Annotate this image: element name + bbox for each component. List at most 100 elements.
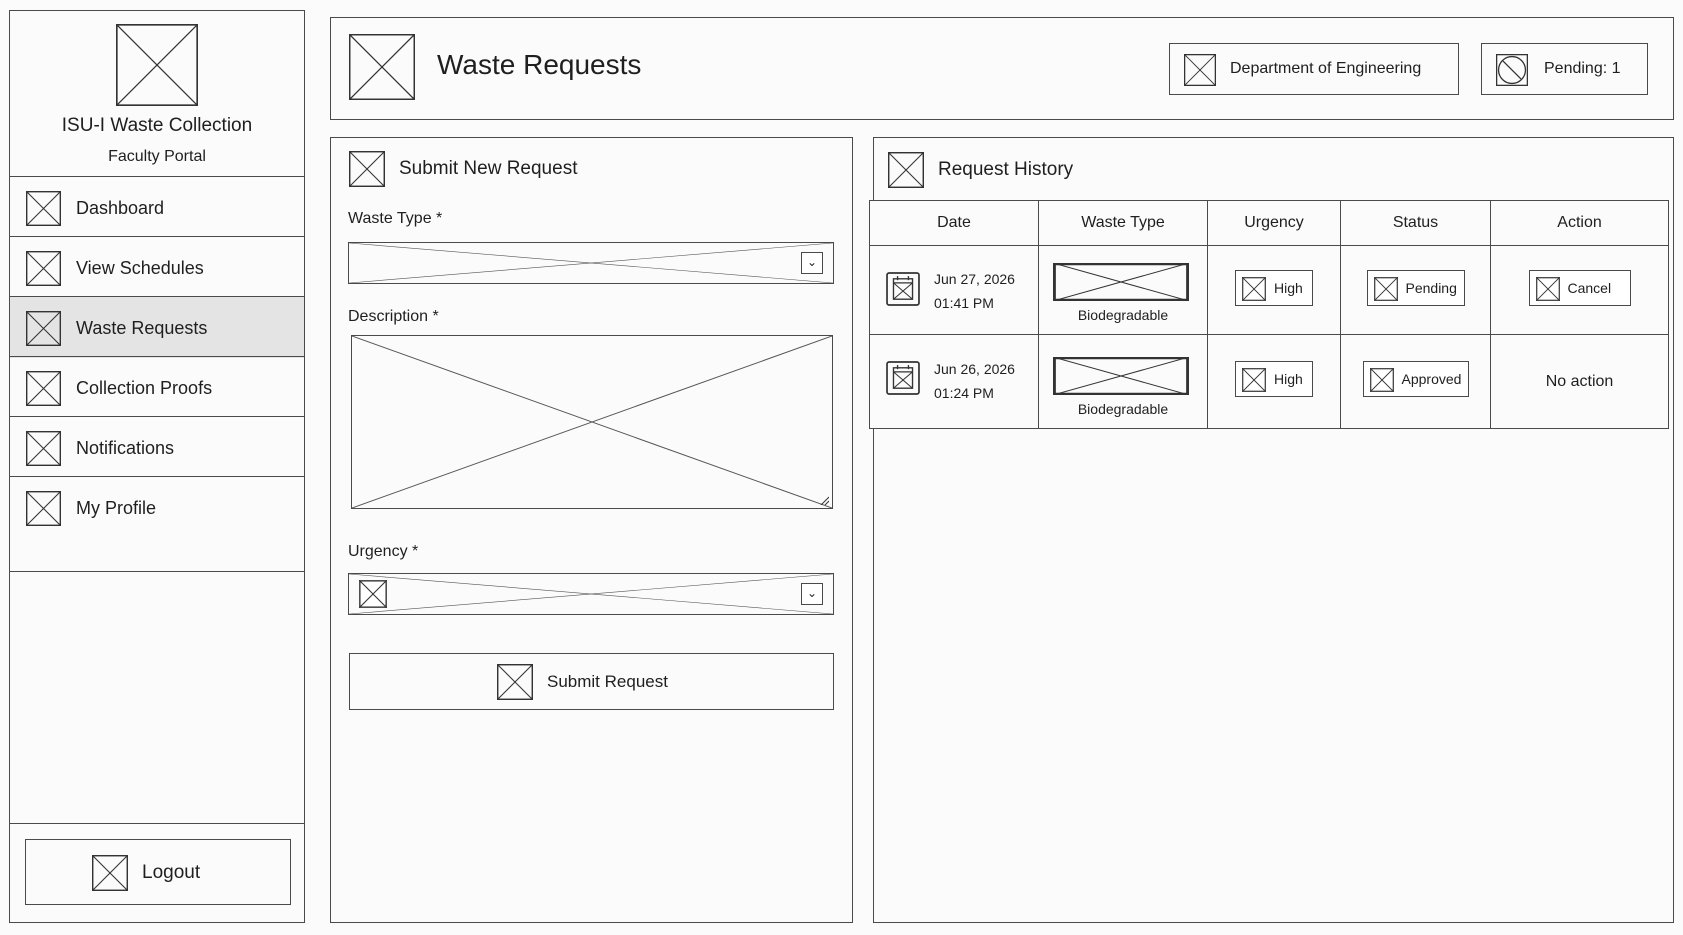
sidebar-item-label: My Profile bbox=[76, 498, 157, 518]
sidebar-item-collection-proofs[interactable]: Collection Proofs bbox=[10, 356, 304, 418]
no-action-text: No action bbox=[1545, 372, 1614, 390]
logout-button[interactable]: Logout bbox=[25, 839, 291, 905]
request-history-table: Date Waste Type Urgency Status Action Ju… bbox=[869, 200, 1669, 429]
form-title: Submit New Request bbox=[399, 158, 578, 179]
request-date-block: Jun 27, 2026 01:41 PM bbox=[934, 267, 1015, 315]
status-cell: Pending bbox=[1340, 245, 1491, 335]
urgency-text: High bbox=[1274, 371, 1303, 387]
sidebar-item-waste-requests[interactable]: Waste Requests bbox=[10, 296, 304, 358]
photo-icon bbox=[26, 371, 61, 406]
sidebar-item-label: Collection Proofs bbox=[76, 378, 213, 398]
sidebar-item-view-schedules[interactable]: View Schedules bbox=[10, 236, 304, 298]
status-text: Pending bbox=[1405, 279, 1457, 296]
calendar-icon bbox=[886, 361, 920, 395]
urgency-badge: High bbox=[1235, 361, 1313, 397]
calendar-icon bbox=[886, 272, 920, 306]
form-icon bbox=[349, 151, 385, 187]
send-icon bbox=[497, 664, 533, 700]
logout-icon bbox=[92, 855, 128, 891]
column-header-action: Action bbox=[1490, 200, 1669, 246]
textarea-placeholder bbox=[352, 336, 832, 508]
logout-divider bbox=[10, 823, 304, 824]
sidebar: ISU-I Waste Collection Faculty Portal Da… bbox=[9, 10, 305, 923]
submit-label: Submit Request bbox=[547, 672, 668, 691]
sidebar-item-label: Waste Requests bbox=[76, 318, 208, 338]
urgency-label: Urgency * bbox=[348, 543, 419, 560]
bell-icon bbox=[26, 431, 61, 466]
cancel-label: Cancel bbox=[1567, 279, 1612, 296]
sidebar-item-label: Dashboard bbox=[76, 198, 165, 218]
history-icon bbox=[888, 152, 924, 188]
waste-type-label: Waste Type * bbox=[348, 210, 443, 227]
request-date: Jun 26, 2026 bbox=[934, 361, 1015, 377]
table-row: Jun 27, 2026 01:41 PM Biodegradable High bbox=[869, 245, 1669, 335]
waste-type-cell: Biodegradable bbox=[1038, 334, 1208, 429]
sidebar-item-my-profile[interactable]: My Profile bbox=[10, 476, 304, 538]
page-header: Waste Requests Department of Engineering… bbox=[330, 17, 1674, 120]
chevron-down-icon[interactable]: ⌄ bbox=[801, 583, 823, 605]
urgency-icon bbox=[1242, 276, 1266, 301]
submit-request-panel: Submit New Request Waste Type * ⌄ Descri… bbox=[330, 137, 853, 923]
table-row: Jun 26, 2026 01:24 PM Biodegradable High bbox=[869, 334, 1669, 429]
urgency-cell: High bbox=[1207, 334, 1341, 429]
approved-icon bbox=[1369, 368, 1394, 392]
cancel-button[interactable]: Cancel bbox=[1528, 269, 1631, 306]
sidebar-item-notifications[interactable]: Notifications bbox=[10, 416, 304, 478]
request-date: Jun 27, 2026 bbox=[934, 271, 1015, 287]
resize-handle-icon[interactable] bbox=[819, 495, 829, 505]
department-label: Department of Engineering bbox=[1230, 60, 1422, 77]
urgency-text: High bbox=[1274, 279, 1303, 296]
status-badge: Approved bbox=[1362, 361, 1469, 397]
nav-divider bbox=[10, 571, 304, 572]
user-icon bbox=[26, 491, 61, 526]
pending-icon bbox=[1373, 276, 1398, 301]
department-badge: Department of Engineering bbox=[1169, 43, 1459, 95]
date-cell: Jun 26, 2026 01:24 PM bbox=[869, 334, 1039, 429]
page-title: Waste Requests bbox=[437, 49, 642, 80]
app-title: ISU-I Waste Collection bbox=[61, 115, 253, 136]
urgency-cell: High bbox=[1207, 245, 1341, 335]
date-cell: Jun 27, 2026 01:41 PM bbox=[869, 245, 1039, 335]
calendar-icon bbox=[26, 251, 61, 286]
logout-label: Logout bbox=[142, 862, 201, 883]
chevron-down-icon[interactable]: ⌄ bbox=[801, 252, 823, 274]
select-placeholder bbox=[349, 574, 833, 614]
waste-type-cell: Biodegradable bbox=[1038, 245, 1208, 335]
waste-type-label: Biodegradable bbox=[1077, 401, 1169, 417]
request-history-panel: Request History Date Waste Type Urgency … bbox=[869, 137, 1674, 923]
urgency-icon bbox=[358, 579, 388, 609]
table-header-row: Date Waste Type Urgency Status Action bbox=[869, 200, 1669, 246]
column-header-waste-type: Waste Type bbox=[1038, 200, 1208, 246]
description-label: Description * bbox=[348, 308, 439, 325]
request-time: 01:41 PM bbox=[934, 295, 994, 311]
urgency-select[interactable]: ⌄ bbox=[348, 573, 834, 615]
waste-type-image bbox=[1053, 263, 1189, 301]
history-title: Request History bbox=[938, 159, 1074, 180]
select-placeholder bbox=[349, 243, 833, 283]
request-icon bbox=[26, 311, 61, 346]
request-date-block: Jun 26, 2026 01:24 PM bbox=[934, 357, 1015, 405]
waste-type-image bbox=[1053, 357, 1189, 395]
page-icon bbox=[349, 34, 415, 100]
status-text: Approved bbox=[1401, 371, 1462, 387]
pending-count: Pending: 1 bbox=[1544, 60, 1621, 77]
description-textarea[interactable] bbox=[351, 335, 833, 509]
request-time: 01:24 PM bbox=[934, 385, 994, 401]
building-icon bbox=[1184, 54, 1216, 86]
action-cell: Cancel bbox=[1490, 245, 1669, 335]
action-cell: No action bbox=[1490, 334, 1669, 429]
column-header-date: Date bbox=[869, 200, 1039, 246]
dashboard-icon bbox=[26, 191, 61, 226]
submit-request-button[interactable]: Submit Request bbox=[349, 653, 834, 710]
waste-type-select[interactable]: ⌄ bbox=[348, 242, 834, 284]
clock-icon bbox=[1496, 54, 1528, 86]
urgency-icon bbox=[1242, 368, 1266, 392]
pending-count-badge: Pending: 1 bbox=[1481, 43, 1648, 95]
logo-image bbox=[116, 24, 198, 106]
sidebar-item-label: Notifications bbox=[76, 438, 175, 458]
status-cell: Approved bbox=[1340, 334, 1491, 429]
sidebar-item-dashboard[interactable]: Dashboard bbox=[10, 176, 304, 238]
cancel-icon bbox=[1535, 276, 1560, 301]
sidebar-item-label: View Schedules bbox=[76, 258, 204, 278]
waste-type-label: Biodegradable bbox=[1077, 307, 1169, 323]
